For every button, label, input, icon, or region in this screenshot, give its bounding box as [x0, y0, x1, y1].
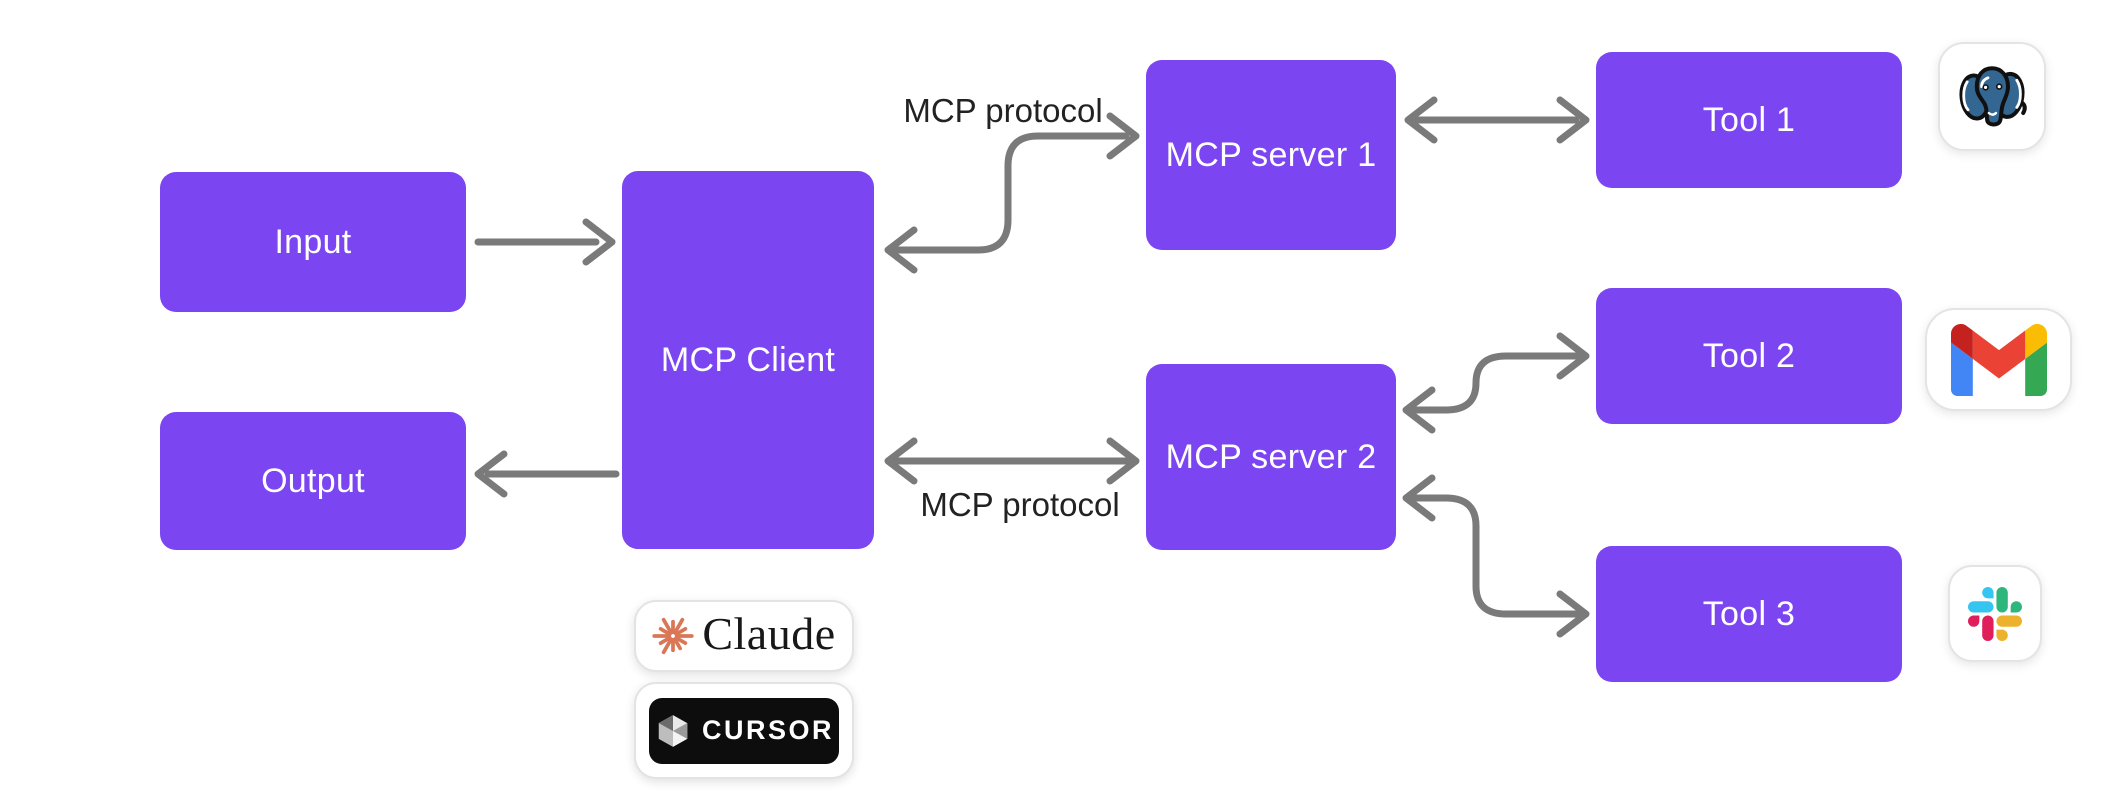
arrow-server2-tool2-s-curve [1402, 332, 1590, 434]
arrow-client-to-output [474, 450, 620, 498]
postgresql-icon [1959, 65, 2027, 126]
slack-icon [1968, 586, 2022, 641]
node-output-label: Output [261, 461, 365, 500]
node-mcp-client-label: MCP Client [660, 340, 836, 379]
arrow-client-server1-s-curve [884, 112, 1140, 274]
node-mcp-server-1-label: MCP server 1 [1165, 135, 1377, 174]
node-tool-2: Tool 2 [1596, 288, 1902, 424]
arrow-client-server2-straight [884, 437, 1140, 485]
arrow-server2-tool3-s-curve [1402, 474, 1590, 638]
node-input-label: Input [274, 222, 352, 261]
claude-starburst-icon [652, 617, 694, 655]
node-tool-1-label: Tool 1 [1702, 100, 1796, 139]
node-output: Output [160, 412, 466, 550]
node-mcp-client: MCP Client [622, 171, 874, 549]
node-tool-3: Tool 3 [1596, 546, 1902, 682]
arrow-input-to-client [474, 218, 616, 266]
edge-label-mcp-protocol-bottom: MCP protocol [920, 486, 1120, 523]
cursor-badge: CURSOR [634, 682, 854, 779]
cursor-badge-pill: CURSOR [649, 697, 839, 764]
node-tool-3-label: Tool 3 [1702, 594, 1796, 633]
node-mcp-server-2-label: MCP server 2 [1165, 437, 1377, 476]
gmail-icon [1950, 323, 2047, 396]
node-mcp-server-1: MCP server 1 [1146, 60, 1396, 250]
node-mcp-server-2: MCP server 2 [1146, 364, 1396, 550]
claude-badge: Claude [634, 600, 854, 672]
gmail-icon-card [1925, 308, 2072, 411]
cursor-cube-icon [658, 714, 688, 747]
edge-label-mcp-protocol-top: MCP protocol [903, 92, 1103, 129]
node-tool-2-label: Tool 2 [1702, 336, 1796, 375]
cursor-badge-label: CURSOR [701, 715, 834, 745]
postgresql-icon-card [1938, 42, 2046, 151]
node-input: Input [160, 172, 466, 312]
claude-badge-label: Claude [702, 608, 836, 659]
arrow-server1-tool1 [1404, 96, 1590, 144]
node-tool-1: Tool 1 [1596, 52, 1902, 188]
slack-icon-card [1948, 565, 2042, 662]
